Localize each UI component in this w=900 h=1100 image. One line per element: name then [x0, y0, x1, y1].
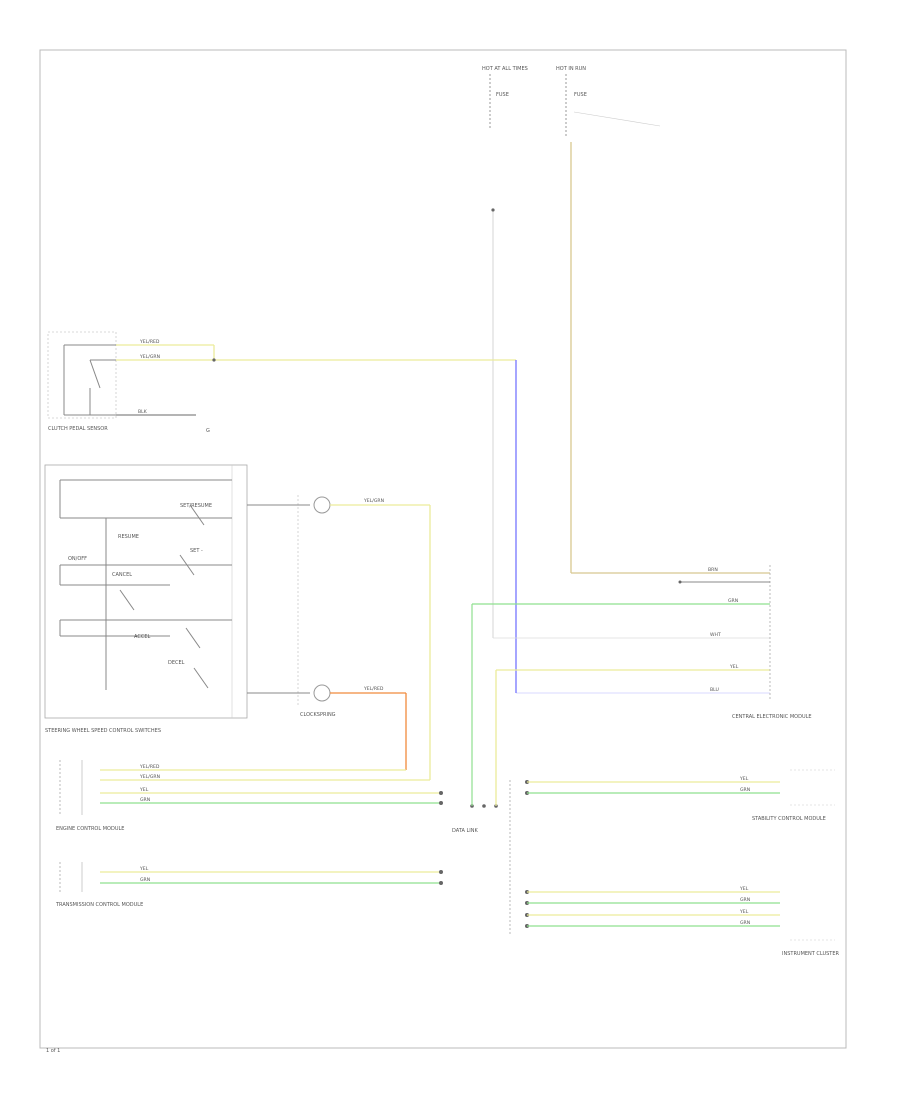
fuse-right-label: FUSE [574, 92, 587, 98]
wire-label-grn-1: GRN [140, 797, 150, 803]
steering-wheel-switches-label: STEERING WHEEL SPEED CONTROL SWITCHES [45, 728, 161, 734]
switch-on-off-label: ON/OFF [68, 556, 87, 562]
switch-set-resume-label: SET/RESUME [180, 503, 212, 509]
page-number: 1 of 1 [46, 1048, 60, 1054]
wire-label-yel-grn-3: YEL/GRN [139, 774, 160, 780]
transmission-control-module-label: TRANSMISSION CONTROL MODULE [55, 902, 143, 908]
clutch-pedal-sensor-label: CLUTCH PEDAL SENSOR [48, 426, 108, 432]
wire-label-blu: BLU [710, 687, 719, 693]
wire-label-yel-6: YEL [739, 909, 749, 915]
wire-label-blk: BLK [138, 409, 148, 415]
central-electronic-module-label: CENTRAL ELECTRONIC MODULE [732, 714, 812, 720]
wire-label-yel-grn-2: YEL/GRN [363, 498, 384, 504]
switch-cancel-label: CANCEL [112, 572, 132, 578]
switch-accel-label: ACCEL [134, 634, 150, 640]
fuse-left-label: FUSE [496, 92, 509, 98]
hot-at-all-times-label: HOT AT ALL TIMES [482, 66, 528, 72]
power-feed-right: HOT IN RUN FUSE [556, 66, 770, 574]
central-electronic-module: BRN GRN WHT YEL BLU CENTRAL ELECTRONIC M… [678, 565, 812, 720]
wire-label-yel-2: YEL [139, 866, 149, 872]
stability-control-module: YEL GRN STABILITY CONTROL MODULE [509, 769, 835, 935]
wire-label-yel-5: YEL [739, 886, 749, 892]
data-link-label: DATA LINK [452, 828, 478, 834]
wire-label-yel-1: YEL [139, 787, 149, 793]
transmission-control-module: TRANSMISSION CONTROL MODULE [55, 862, 143, 908]
wire-label-yel-3: YEL [729, 664, 739, 670]
wire-label-yel-red-3: YEL/RED [139, 764, 160, 770]
data-link-connector: DATA LINK [439, 791, 498, 885]
hot-in-run-label: HOT IN RUN [556, 66, 586, 72]
wire-label-yel-red-2: YEL/RED [363, 686, 384, 692]
wire-label-brn: BRN [708, 567, 718, 573]
stability-control-module-label: STABILITY CONTROL MODULE [752, 816, 826, 822]
clockspring: CLOCKSPRING [247, 495, 336, 718]
switch-resume-label: RESUME [118, 534, 139, 540]
wire-label-yel-red-1: YEL/RED [139, 339, 160, 345]
wire-label-grn-3: GRN [728, 598, 738, 604]
ground-label: G [206, 428, 210, 434]
clutch-pedal-sensor: CLUTCH PEDAL SENSOR [47, 331, 117, 432]
steering-wheel-switches: SET/RESUME SET - CANCEL ON/OFF RESUME AC… [44, 464, 248, 734]
power-feed-left: HOT AT ALL TIMES FUSE [482, 66, 528, 638]
wire-label-grn-2: GRN [140, 877, 150, 883]
wire-label-grn-4: GRN [740, 787, 750, 793]
engine-control-module: ENGINE CONTROL MODULE [56, 760, 124, 832]
engine-control-module-label: ENGINE CONTROL MODULE [56, 826, 124, 832]
wire-label-wht: WHT [710, 632, 721, 638]
instrument-cluster: YEL GRN YEL GRN INSTRUMENT CLUSTER [525, 886, 840, 957]
instrument-cluster-label: INSTRUMENT CLUSTER [782, 951, 840, 957]
wire-label-yel-grn-1: YEL/GRN [139, 354, 160, 360]
switch-set-minus-label: SET - [190, 548, 203, 554]
wire-label-grn-6: GRN [740, 920, 750, 926]
wire-label-yel-4: YEL [739, 776, 749, 782]
diagram-border [39, 49, 847, 1049]
clockspring-label: CLOCKSPRING [300, 712, 336, 718]
switch-decel-label: DECEL [168, 660, 185, 666]
wire-label-grn-5: GRN [740, 897, 750, 903]
